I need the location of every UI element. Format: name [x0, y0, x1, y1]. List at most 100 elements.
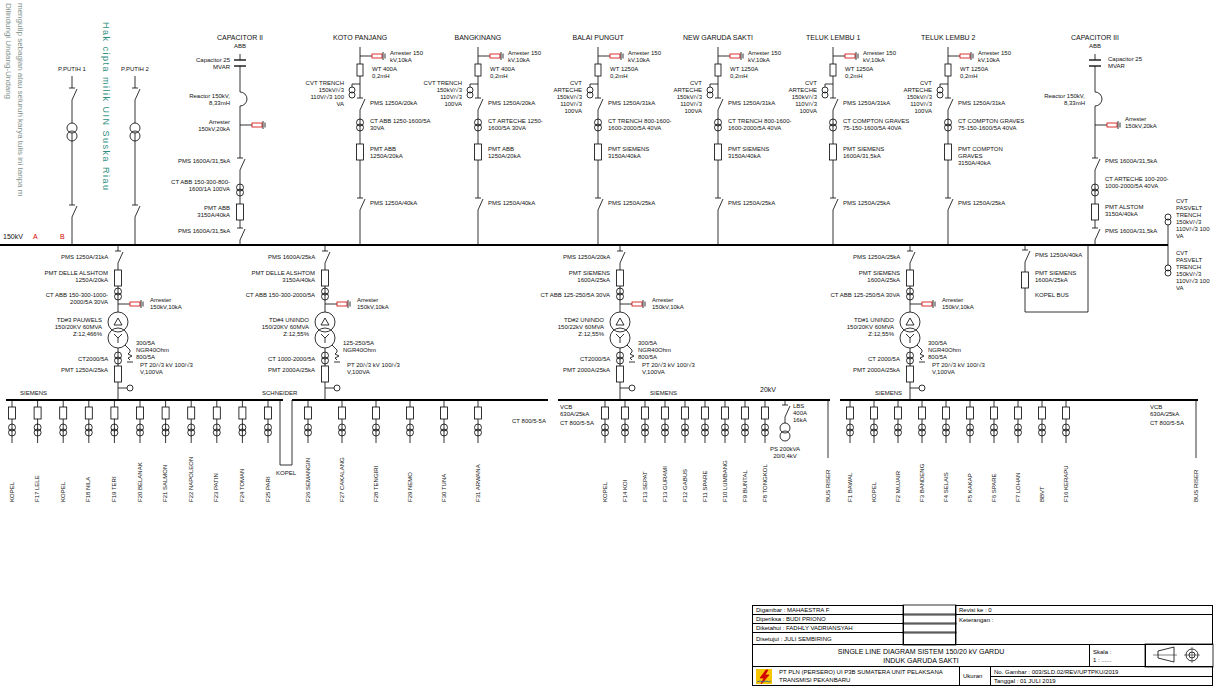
potential-transformer [130, 131, 140, 141]
disconnector-blade [833, 99, 838, 110]
ground-symbol [127, 362, 133, 363]
feeder-line [114, 400, 115, 443]
circuit-breaker [373, 407, 380, 419]
disconnector-gap [1093, 158, 1097, 170]
feeder-line [994, 400, 995, 443]
wave-trap [595, 64, 601, 76]
feeder-name: F31 ARWANA [475, 464, 482, 502]
circuit-breaker [322, 366, 329, 382]
equipment-label: Arrester 150kV,10kA [652, 297, 697, 311]
feeder-name: F11 SPARE [702, 471, 709, 502]
arrester-symbol [490, 54, 500, 58]
feeder-line [342, 400, 343, 443]
equipment-label: PT 20/√3 kV 100/√3 V,100VA [932, 362, 992, 376]
disconnector-contact [132, 88, 138, 89]
disconnector-blade [135, 89, 140, 100]
feeder-line [63, 400, 64, 443]
potential-transformer [919, 385, 925, 391]
equipment-label: PMT DELLE ALSHTOM 3150A/40kA [249, 270, 315, 284]
ground-symbol [623, 54, 624, 59]
ngr-resistor [630, 352, 634, 360]
wire [72, 76, 73, 245]
bay-name: P.PUTIH 1 [58, 66, 86, 73]
disconnector-contact [830, 98, 836, 99]
cvt-symbol [707, 92, 713, 98]
current-transformer [662, 429, 669, 436]
equipment-label: VCB 630A/25kA [560, 404, 594, 418]
ground-symbol [643, 300, 644, 308]
title-block-cell: SINGLE LINE DIAGRAM SISTEM 150/20 kV GAR… [752, 644, 1090, 667]
equipment-label: PMT 2000A/25kA [265, 367, 315, 374]
circuit-breaker [115, 270, 122, 286]
equipment-label: SCHNEIDER [262, 390, 297, 397]
disconnector-gap [831, 98, 835, 110]
equipment-label: PMS 1250A/31kA [61, 254, 108, 261]
current-transformer [407, 429, 414, 436]
circuit-breaker [441, 407, 448, 419]
circuit-breaker [907, 366, 914, 382]
watermark-text: Hak cipta milik UIN Suska Riau [100, 22, 111, 192]
feeder-line [665, 400, 666, 443]
current-transformer [339, 429, 346, 436]
feeder-line [946, 400, 947, 443]
disconnector-gap [716, 98, 720, 110]
equipment-label: Arrester 150kV,20kA [182, 119, 230, 133]
disconnector-gap [618, 251, 622, 263]
current-transformer [475, 429, 482, 436]
equipment-label: PT 20/√3 kV 100/√3 V,100VA [140, 362, 200, 376]
arrester-lead [1095, 125, 1107, 126]
disconnector-blade [833, 199, 838, 210]
cvt-lead [590, 84, 591, 87]
bus-tie [292, 400, 293, 465]
feeder-name: F9 BUNTAL [742, 470, 749, 502]
feeder-name: F17 LELE [34, 475, 41, 502]
feeder-name: F23 PATIN [213, 473, 220, 502]
equipment-label: SIEMENS [650, 390, 677, 397]
circuit-breaker [830, 144, 837, 160]
equipment-label: PT 20/√3 kV 100/√3 V,100VA [347, 362, 407, 376]
disconnector-contact [132, 205, 138, 206]
equipment-label: CT TRENCH 800-1600-1600-2000/5A 40VA [608, 118, 680, 132]
feeder-name: F20 BELANAK [137, 462, 144, 502]
circuit-breaker [847, 407, 854, 419]
cvt-lead [470, 84, 478, 85]
equipment-label: PMT DELLE ALSHTOM 1250A/20kA [42, 270, 108, 284]
current-transformer [322, 293, 329, 300]
circuit-breaker [162, 407, 169, 419]
feeder-name: F28 TENGIRI [373, 466, 380, 502]
feeder-line [165, 400, 166, 443]
disconnector-contact [357, 198, 363, 199]
equipment-label: PT 20/√3 kV 100/√3 V,100VA [642, 362, 702, 376]
disconnector-contact [475, 98, 481, 99]
arrester-symbol [130, 302, 140, 306]
wye-mark [118, 338, 119, 343]
equipment-label: CT 800/5-5A [512, 418, 546, 425]
ground-symbol [856, 52, 857, 60]
current-transformer [991, 429, 998, 436]
equipment-label: PMS 1250A/31kA [608, 100, 655, 107]
circuit-breaker [622, 407, 629, 419]
arrester-symbol [922, 302, 932, 306]
equipment-label: PMS 1250A/25kA [608, 200, 655, 207]
projection-symbol [1158, 647, 1174, 662]
circuit-breaker [602, 407, 609, 419]
current-transformer [943, 429, 950, 436]
cvt-lead [470, 84, 471, 87]
feeder-line [970, 400, 971, 443]
equipment-label: Arrester 150 kV,10kA [748, 50, 794, 64]
current-transformer [945, 124, 952, 131]
feeder-line [898, 400, 899, 443]
equipment-label: CVT PASVELT TRENCH 150kV/√3 110V/√3 100 … [1176, 198, 1212, 240]
equipment-label: CT ABB 150-300-1000-2000/5A 30VA [38, 292, 108, 306]
ground-symbol [629, 362, 635, 363]
equipment-label: CVT ARTECHE 150kV/√3 110V/√3 100VA [892, 80, 932, 115]
disconnector-contact [1092, 228, 1098, 229]
feeder-line [88, 400, 89, 443]
potential-transformer [127, 385, 133, 391]
cvt-lead [1168, 225, 1169, 245]
equipment-label: CT ABB 150-300-2000/5A [245, 292, 315, 299]
wye-mark [910, 338, 911, 343]
feeder-name: F27 CAKALANG [339, 457, 346, 502]
disconnector-gap [476, 198, 480, 210]
current-transformer [1063, 429, 1070, 436]
